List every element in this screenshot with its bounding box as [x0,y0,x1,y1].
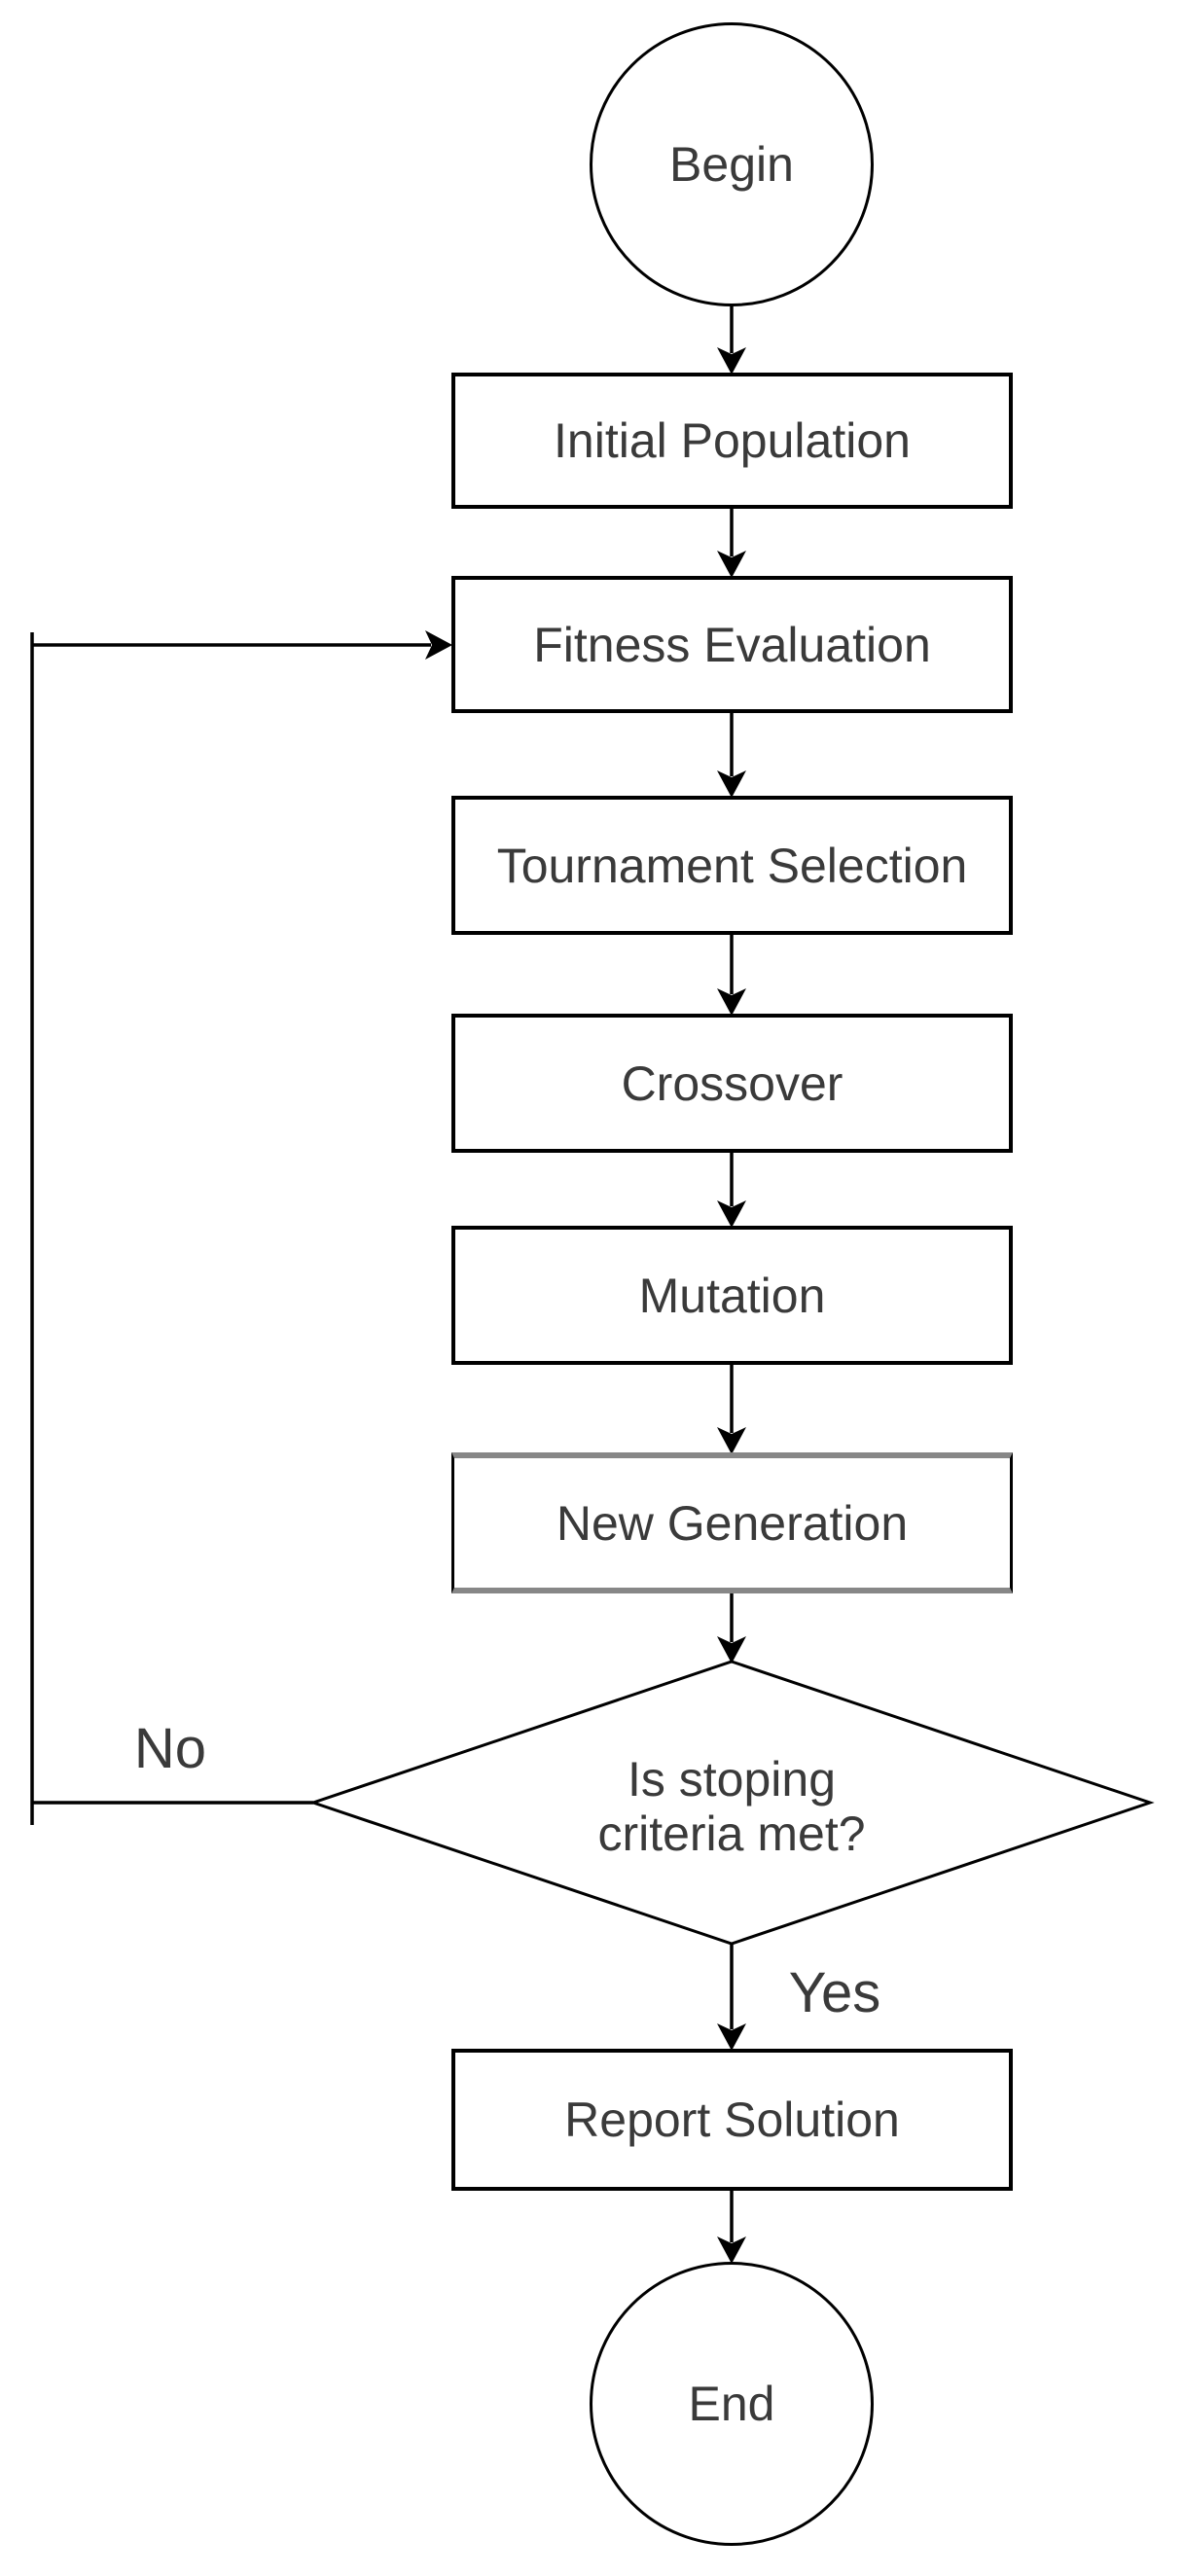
initial-population-label: Initial Population [554,413,911,468]
loop-decision-no-to-fitness-evaluation [30,630,452,1825]
step-tournament-selection: Tournament Selection [451,796,1013,935]
arrow-report-solution-to-end [717,2191,746,2264]
begin-terminator: Begin [590,22,874,306]
step-mutation: Mutation [451,1226,1013,1365]
arrow-mutation-to-new-generation [717,1364,746,1454]
begin-label: Begin [669,137,794,192]
new-generation-label: New Generation [556,1495,909,1551]
arrow-initial-population-to-fitness-evaluation [717,509,746,578]
step-crossover: Crossover [451,1014,1013,1153]
mutation-label: Mutation [638,1268,826,1323]
decision-label: Is stoping criteria met? [522,1752,941,1861]
step-report-solution: Report Solution [451,2049,1013,2191]
decision-label-line1: Is stoping [627,1752,836,1807]
tournament-selection-label: Tournament Selection [496,838,968,893]
arrow-begin-to-initial-population [717,304,746,375]
step-fitness-evaluation: Fitness Evaluation [451,576,1013,713]
end-label: End [688,2377,775,2431]
arrow-crossover-to-mutation [717,1152,746,1228]
arrow-decision-to-report-solution [717,1943,746,2051]
arrow-tournament-selection-to-crossover [717,934,746,1016]
arrow-new-generation-to-decision [717,1593,746,1664]
yes-branch-label: Yes [788,1961,881,2024]
step-initial-population: Initial Population [451,373,1013,509]
step-new-generation: New Generation [451,1452,1013,1593]
fitness-evaluation-label: Fitness Evaluation [533,617,931,672]
end-terminator: End [590,2262,874,2546]
crossover-label: Crossover [621,1055,843,1111]
decision-label-line2: criteria met? [597,1807,866,1861]
arrow-fitness-evaluation-to-tournament-selection [717,712,746,798]
no-branch-label: No [133,1717,207,1780]
report-solution-label: Report Solution [564,2093,900,2147]
